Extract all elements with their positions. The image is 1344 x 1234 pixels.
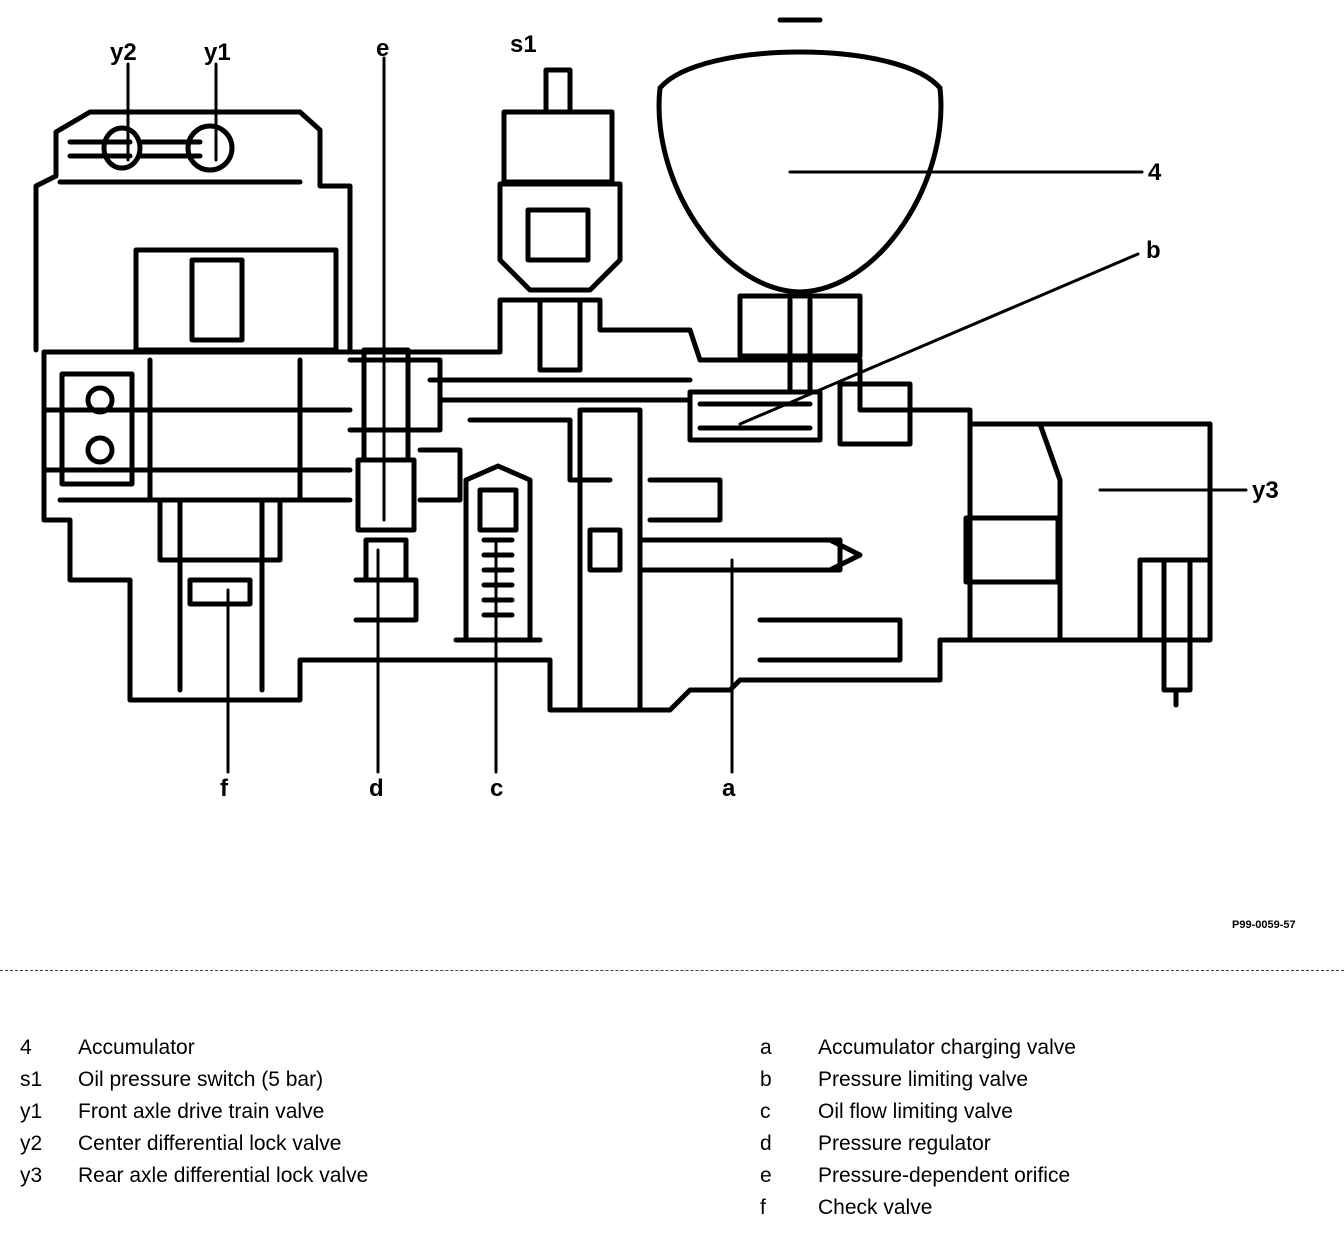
legend-item: s1 Oil pressure switch (5 bar): [20, 1066, 368, 1098]
label-b: b: [1146, 237, 1161, 264]
legend-description: Front axle drive train valve: [78, 1100, 325, 1123]
leader-lines: [126, 56, 1248, 774]
pressure-limiting-valve: [687, 381, 913, 447]
solenoid-y3: [963, 421, 1213, 708]
label-s1: s1: [510, 31, 537, 58]
legend-code: c: [760, 1100, 771, 1123]
label-d: d: [369, 775, 384, 802]
legend-code: y2: [20, 1132, 43, 1155]
legend-description: Check valve: [818, 1196, 933, 1219]
solenoid-block-y1-y2: [33, 109, 353, 353]
oil-pressure-switch: [497, 67, 623, 373]
legend-code: a: [760, 1036, 772, 1059]
legend-item: b Pressure limiting valve: [760, 1066, 1076, 1098]
label-c: c: [490, 775, 503, 802]
legend-code: 4: [20, 1036, 32, 1059]
accumulator-charging-valve: [577, 407, 903, 713]
check-valve: [177, 497, 265, 693]
label-4: 4: [1148, 159, 1162, 186]
legend-left-column: 4 Accumulator s1 Oil pressure switch (5 …: [20, 1034, 368, 1194]
legend-item: e Pressure-dependent orifice: [760, 1162, 1076, 1194]
oil-flow-limiting-valve: [453, 463, 543, 643]
figure-reference: P99-0059-57: [1232, 919, 1296, 931]
legend-description: Oil pressure switch (5 bar): [78, 1068, 324, 1091]
legend-code: y3: [20, 1164, 43, 1187]
legend-item: a Accumulator charging valve: [760, 1034, 1076, 1066]
legend-item: f Check valve: [760, 1194, 1076, 1226]
legend-code: s1: [20, 1068, 43, 1091]
valve-body: [41, 297, 1213, 713]
legend-item: y2 Center differential lock valve: [20, 1130, 368, 1162]
legend-code: y1: [20, 1100, 43, 1123]
legend-description: Pressure-dependent orifice: [818, 1164, 1071, 1187]
pressure-regulator: [353, 347, 419, 623]
legend-right-column: a Accumulator charging valve b Pressure …: [760, 1034, 1076, 1226]
label-e: e: [376, 35, 389, 62]
legend-description: Pressure limiting valve: [818, 1068, 1029, 1091]
legend-code: b: [760, 1068, 772, 1091]
legend-item: d Pressure regulator: [760, 1130, 1076, 1162]
legend-description: Accumulator: [78, 1036, 195, 1059]
legend-description: Rear axle differential lock valve: [78, 1164, 369, 1187]
accumulator: [656, 17, 944, 393]
legend-description: Center differential lock valve: [78, 1132, 342, 1155]
legend-description: Oil flow limiting valve: [818, 1100, 1013, 1123]
label-y1: y1: [204, 39, 231, 66]
legend-code: d: [760, 1132, 772, 1155]
hydraulic-unit-diagram: y2 y1 e s1 4 b y3 f d c a P99-0059-57: [33, 17, 1296, 931]
label-f: f: [220, 775, 229, 802]
legend-description: Pressure regulator: [818, 1132, 991, 1155]
legend-code: e: [760, 1164, 772, 1187]
legend-item: y3 Rear axle differential lock valve: [20, 1162, 368, 1194]
legend-code: f: [760, 1196, 766, 1219]
label-y2: y2: [110, 39, 137, 66]
legend-item: y1 Front axle drive train valve: [20, 1098, 368, 1130]
dashed-divider: [0, 970, 1344, 971]
label-a: a: [722, 775, 736, 802]
legend-item: 4 Accumulator: [20, 1034, 368, 1066]
label-y3: y3: [1252, 477, 1279, 504]
legend-item: c Oil flow limiting valve: [760, 1098, 1076, 1130]
legend-description: Accumulator charging valve: [818, 1036, 1076, 1059]
